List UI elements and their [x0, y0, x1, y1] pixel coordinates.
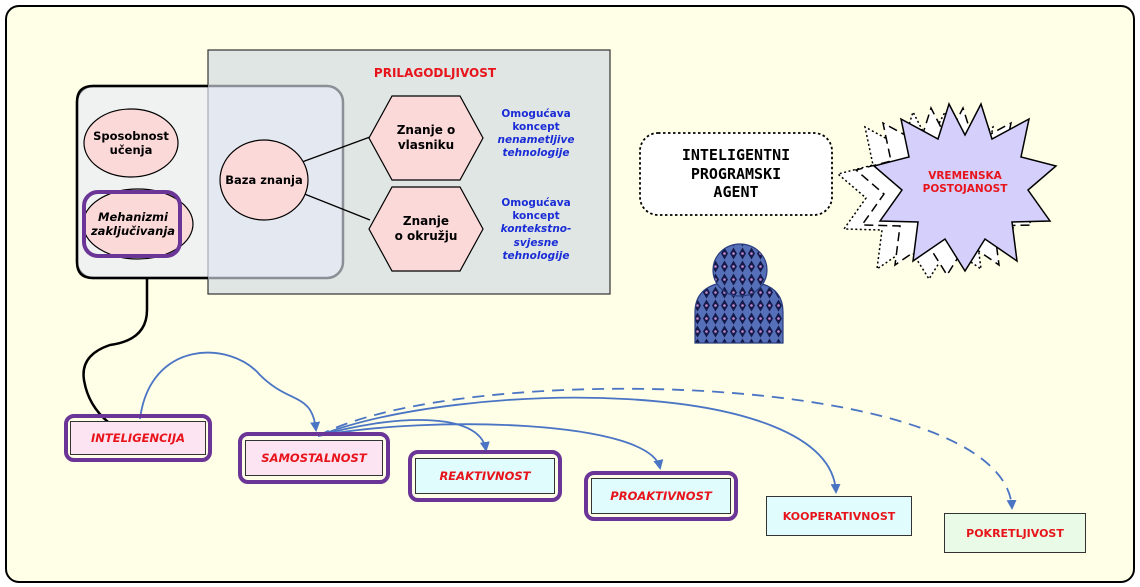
intelligence-link: [82, 278, 149, 423]
kb-env-link: [301, 192, 371, 221]
intelligence-highlight: [64, 414, 212, 462]
arrow-autonomy-proactivity: [317, 423, 664, 470]
owner-knowledge-line1: Znanje o: [396, 123, 456, 137]
property-mobility: POKRETLJIVOST: [944, 513, 1086, 553]
arrow-intelligence-autonomy: [139, 351, 321, 432]
title-line3: AGENT: [713, 183, 759, 202]
learning-label-line1: Sposobnost: [93, 128, 169, 143]
property-autonomy: SAMOSTALNOST: [245, 440, 383, 476]
knowledge-base-label: Baza znanja: [225, 172, 303, 187]
property-reactivity: REAKTIVNOST: [415, 458, 555, 494]
property-proactivity: PROAKTIVNOST: [591, 478, 731, 514]
environment-note-line4: svjesne: [513, 236, 559, 249]
knowledge-base-node: [219, 139, 309, 221]
owner-knowledge-hexagon: [368, 95, 484, 181]
owner-knowledge-line2: vlasniku: [397, 138, 455, 152]
owner-knowledge-label: Znanje o vlasniku: [380, 116, 472, 160]
title-box: [639, 132, 833, 216]
learning-label-line2: učenja: [109, 143, 153, 157]
property-cooperativity: KOOPERATIVNOST: [766, 496, 912, 536]
reactivity-highlight: [408, 450, 562, 502]
star-burst-icon: [836, 102, 1058, 281]
arrow-autonomy-mobility: [317, 387, 1017, 510]
title-line1: INTELIGENTNI: [681, 145, 791, 164]
environment-note-line1: Omogućava: [501, 197, 571, 210]
owner-note: Omogućava koncept nenametljive tehnologi…: [488, 102, 584, 166]
environment-note-line2: koncept: [512, 210, 560, 223]
owner-note-line1: Omogućava: [501, 107, 571, 120]
proactivity-highlight: [584, 471, 738, 521]
environment-note-line3: kontekstno-: [500, 223, 572, 236]
arrow-autonomy-reactivity: [317, 419, 490, 452]
environment-knowledge-hexagon: [368, 186, 484, 272]
property-intelligence: INTELIGENCIJA: [70, 421, 206, 455]
environment-note-line5: tehnologije: [502, 249, 570, 262]
person-icon: [694, 243, 784, 344]
adaptivity-heading: PRILAGODLJIVOST: [373, 65, 497, 80]
owner-note-line4: tehnologije: [502, 147, 570, 160]
environment-knowledge-label: Znanje o okružju: [380, 207, 472, 251]
temporal-line1: VREMENSKA: [928, 169, 1002, 182]
kb-owner-link: [301, 136, 371, 163]
reasoning-highlight: [82, 190, 182, 258]
reasoning-label-line1: Mehanizmi: [98, 209, 168, 224]
arrow-autonomy-cooperativity: [317, 396, 841, 494]
learning-label: Sposobnost učenja: [86, 122, 176, 164]
owner-note-line3: nenametljive: [497, 134, 575, 146]
reasoning-label-line2: zaključivanja: [90, 224, 176, 238]
temporal-label: VREMENSKA POSTOJANOST: [915, 166, 1015, 200]
owner-note-line2: koncept: [512, 120, 560, 133]
intelligence-group-outline: [75, 84, 208, 280]
environment-note: Omogućava koncept kontekstno- svjesne te…: [486, 190, 586, 270]
temporal-line2: POSTOJANOST: [922, 183, 1008, 195]
reasoning-label: Mehanizmi zaključivanja: [80, 203, 186, 245]
environment-knowledge-line2: o okružju: [394, 229, 458, 243]
title-line2: PROGRAMSKI: [690, 164, 782, 183]
autonomy-highlight: [238, 432, 390, 484]
page-title: INTELIGENTNI PROGRAMSKI AGENT: [642, 140, 830, 208]
environment-knowledge-line1: Znanje: [402, 214, 450, 228]
learning-node: [83, 108, 179, 178]
